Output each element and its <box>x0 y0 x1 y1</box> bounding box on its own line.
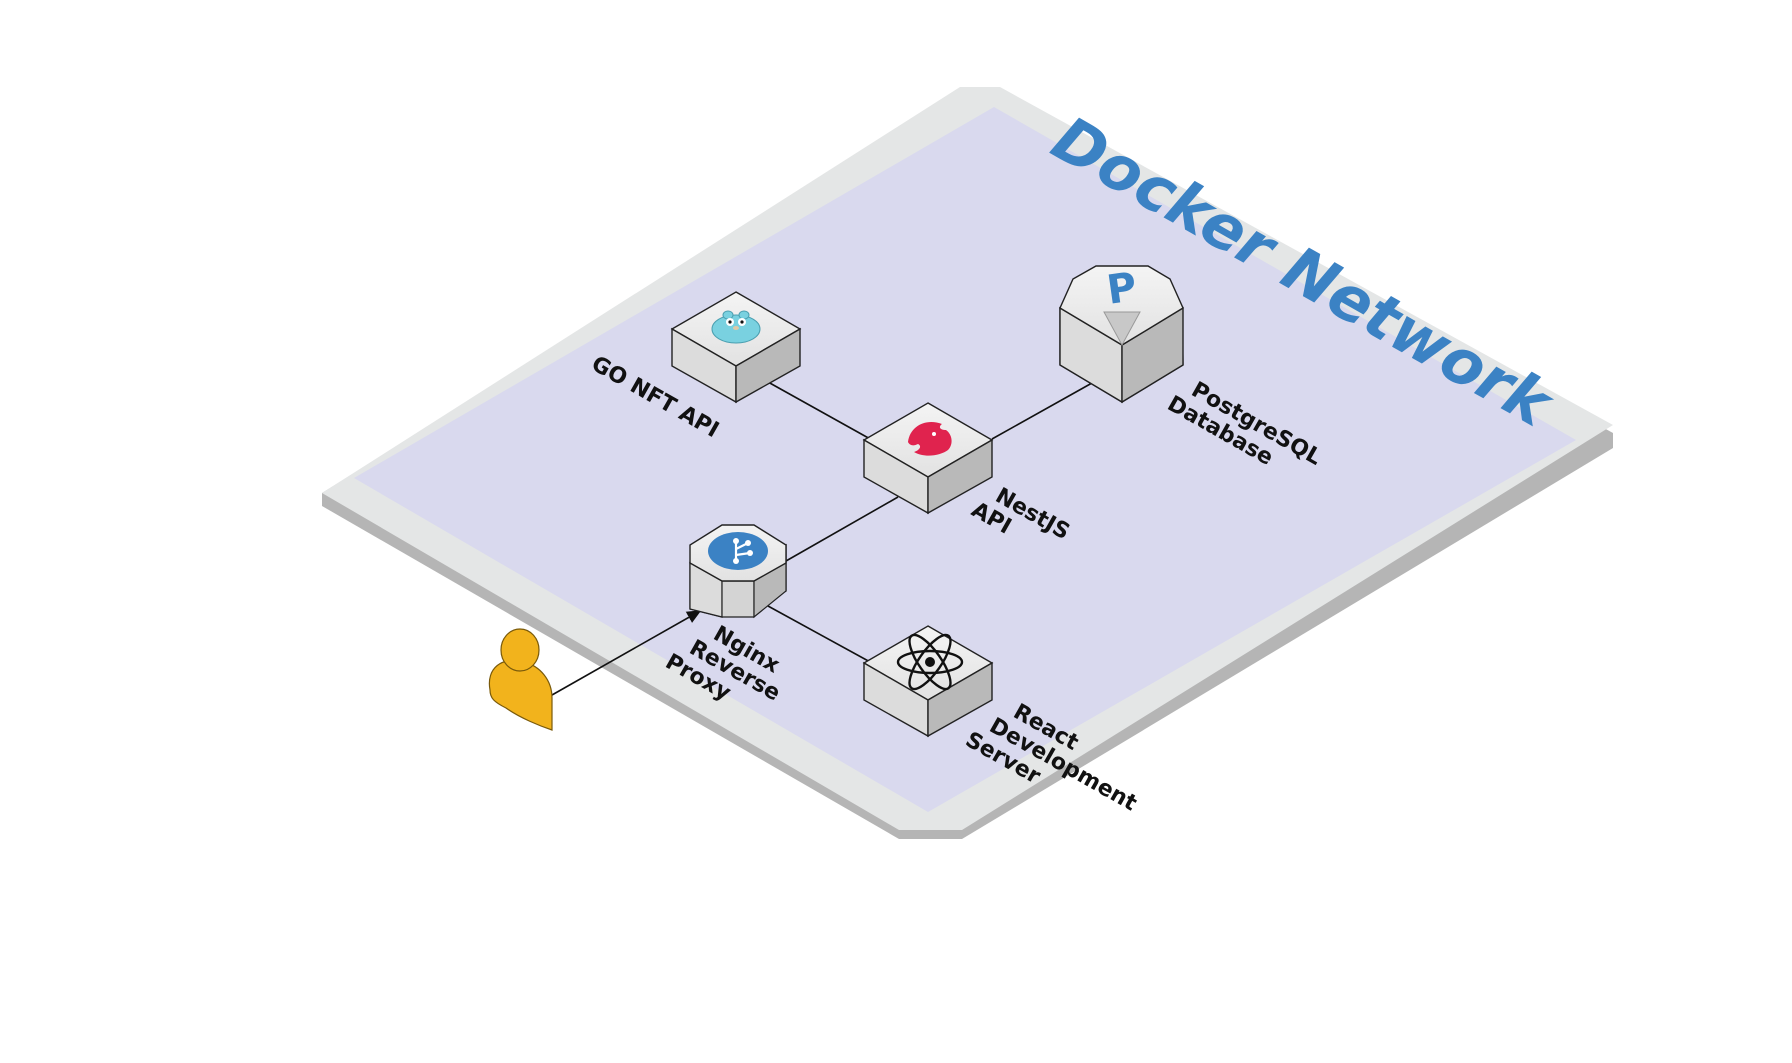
link-go-to-nestjs <box>767 381 873 441</box>
link-nestjs-to-postgres <box>991 382 1093 440</box>
user-icon[interactable] <box>488 628 553 731</box>
link-nginx-to-react <box>767 605 873 664</box>
connections <box>551 381 1093 696</box>
link-nginx-to-nestjs <box>785 496 899 562</box>
gopher-icon <box>711 310 761 344</box>
svg-text:P: P <box>1104 264 1139 314</box>
react-atom-icon <box>896 633 964 691</box>
postgresql-icon: P <box>1104 264 1139 314</box>
link-user-to-nginx <box>551 610 702 696</box>
nestjs-icon <box>908 422 952 456</box>
nginx-proxy-icon <box>708 532 768 570</box>
